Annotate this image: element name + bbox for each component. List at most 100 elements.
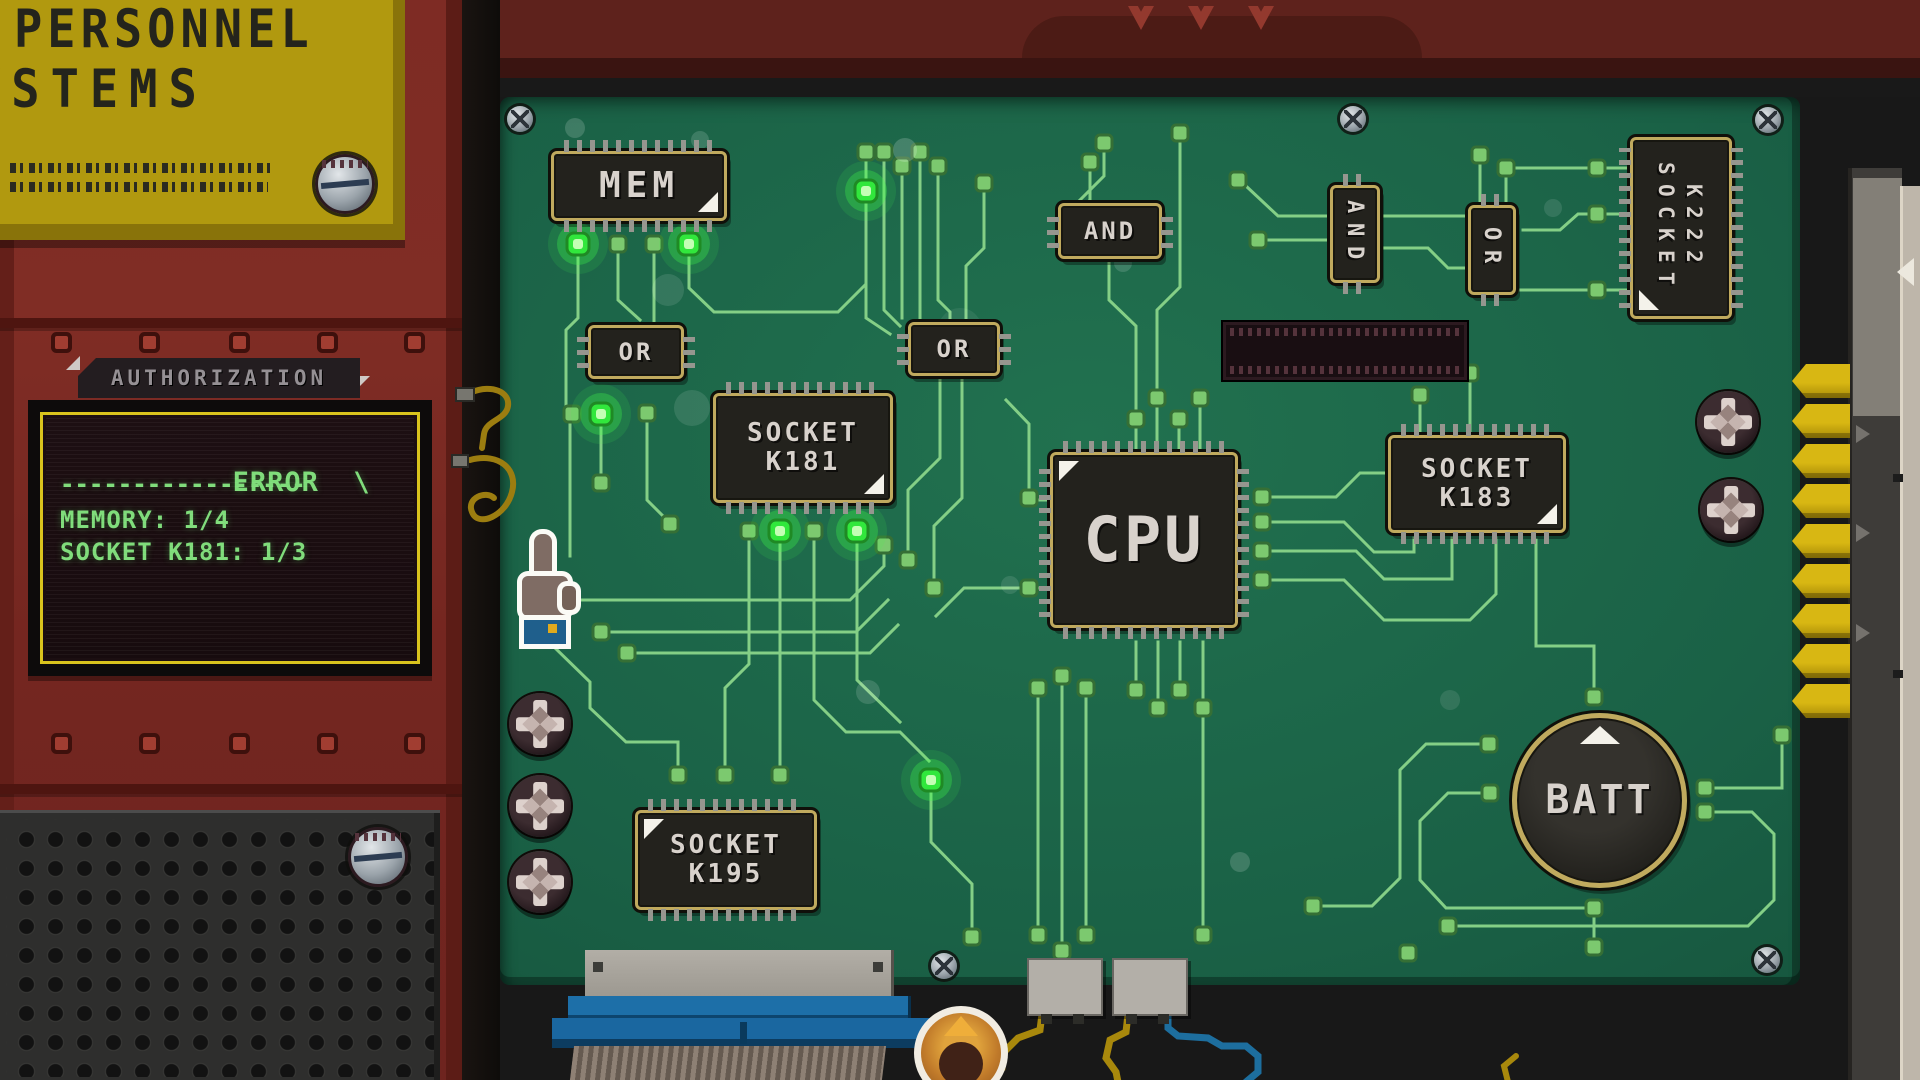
corner-marker-icon (1059, 461, 1079, 481)
screw-icon (1755, 107, 1781, 133)
gate-or-2[interactable]: OR (897, 322, 1011, 376)
chip-cpu[interactable]: CPU (1039, 441, 1249, 639)
chip-label: SOCKET K183 (1421, 453, 1533, 513)
edge-connector-finger (1792, 404, 1850, 438)
memory-progress: MEMORY: 1/4 (60, 506, 230, 534)
ribbon-connector[interactable] (568, 996, 908, 1022)
capacitor-marker (944, 1016, 978, 1036)
rivet (233, 336, 246, 349)
authorization-label: AUTHORIZATION (110, 366, 328, 390)
rivet (408, 336, 421, 349)
right-panel-edge (1900, 186, 1920, 1080)
dpad-button[interactable] (509, 693, 571, 755)
rivet (55, 336, 68, 349)
screw-icon (507, 106, 533, 132)
daughter-chip[interactable] (1027, 958, 1103, 1024)
gate-or-1[interactable]: OR (577, 325, 695, 379)
edge-connector-finger (1792, 444, 1850, 478)
top-seam (462, 58, 1920, 78)
corner-marker-icon (864, 474, 884, 494)
dpad-button[interactable] (509, 851, 571, 913)
daughter-chip[interactable] (1112, 958, 1188, 1024)
battery-arrow-icon (1579, 726, 1620, 744)
dpad-button[interactable] (509, 775, 571, 837)
chip-mem[interactable]: MEM (551, 140, 727, 232)
rail-notch (1893, 670, 1903, 678)
corner-marker-icon (644, 819, 664, 839)
chip-label: BATT (1545, 777, 1654, 824)
edge-connector-finger (1792, 484, 1850, 518)
expansion-slot[interactable] (1223, 322, 1467, 380)
screen-divider: ----------------- (60, 470, 306, 498)
arrow-right-icon (1856, 524, 1870, 542)
status-error-text: ERROR (232, 467, 319, 498)
right-rail-upper (1853, 178, 1902, 416)
screw-icon (1340, 106, 1366, 132)
screw-icon (348, 827, 408, 887)
edge-connector-finger (1792, 364, 1850, 398)
rivet (55, 737, 68, 750)
rivet (321, 336, 334, 349)
edge-connector-finger (1792, 604, 1850, 638)
corner-marker-icon (698, 192, 718, 212)
chip-label: SOCKET K181 (747, 417, 859, 477)
chip-batt[interactable]: BATT (1512, 713, 1687, 888)
edge-connector-finger (1792, 644, 1850, 678)
ribbon-cable (569, 1046, 887, 1080)
corner-marker-icon (1537, 504, 1557, 524)
chip-label: MEM (598, 164, 680, 206)
chip-label: CPU (1083, 503, 1205, 577)
sign-fineprint (10, 182, 268, 192)
arrow-left-icon (1897, 258, 1914, 286)
personnel-systems-sign: PERSONNEL YSTEMS (0, 0, 405, 240)
rivet (408, 737, 421, 750)
top-shadow (462, 78, 1920, 97)
arrow-right-icon (1856, 624, 1870, 642)
capacitor-core (939, 1042, 983, 1080)
screen-display: ERROR \ ----------------- MEMORY: 1/4 SO… (46, 418, 414, 658)
socket-k181[interactable]: SOCKET K181 (713, 382, 893, 514)
panel-board-gap (462, 0, 500, 1080)
edge-connector-finger (1792, 564, 1850, 598)
screw-icon (315, 154, 375, 214)
sign-fineprint (10, 163, 275, 173)
arrow-right-icon (1856, 425, 1870, 443)
rivet (233, 737, 246, 750)
socket-k183[interactable]: SOCKET K183 (1388, 424, 1566, 544)
dpad-button[interactable] (1697, 391, 1759, 453)
top-dome-shape (1022, 16, 1422, 58)
socket-k195[interactable]: SOCKET K195 (635, 799, 817, 921)
chip-label: SOCKET K195 (670, 829, 782, 889)
gate-and-1[interactable]: AND (1047, 203, 1173, 259)
corner-marker-icon (1639, 290, 1659, 310)
status-spinner: \ (353, 467, 371, 498)
screw-icon (931, 953, 957, 979)
rail-notch (1893, 474, 1903, 482)
sign-line-2: YSTEMS (0, 58, 208, 121)
capacitor[interactable] (914, 1006, 1010, 1080)
chip-label: AND (1083, 216, 1137, 245)
dpad-button[interactable] (1700, 479, 1762, 541)
connector-notch (740, 1022, 747, 1044)
chip-label: OR (936, 334, 972, 363)
sign-line-1: PERSONNEL (14, 0, 314, 61)
cable-housing (585, 950, 891, 1000)
plate-corner-accent (66, 356, 80, 370)
rivet (143, 737, 156, 750)
rivet (321, 737, 334, 750)
panel-seam (0, 784, 462, 794)
plate-corner-accent (360, 376, 370, 386)
status-screen: ERROR \ ----------------- MEMORY: 1/4 SO… (28, 400, 432, 676)
edge-connector-finger (1792, 684, 1850, 718)
rivet (143, 336, 156, 349)
chip-label: OR (618, 337, 654, 366)
authorization-plate: AUTHORIZATION (78, 358, 360, 398)
screw-icon (1754, 947, 1780, 973)
